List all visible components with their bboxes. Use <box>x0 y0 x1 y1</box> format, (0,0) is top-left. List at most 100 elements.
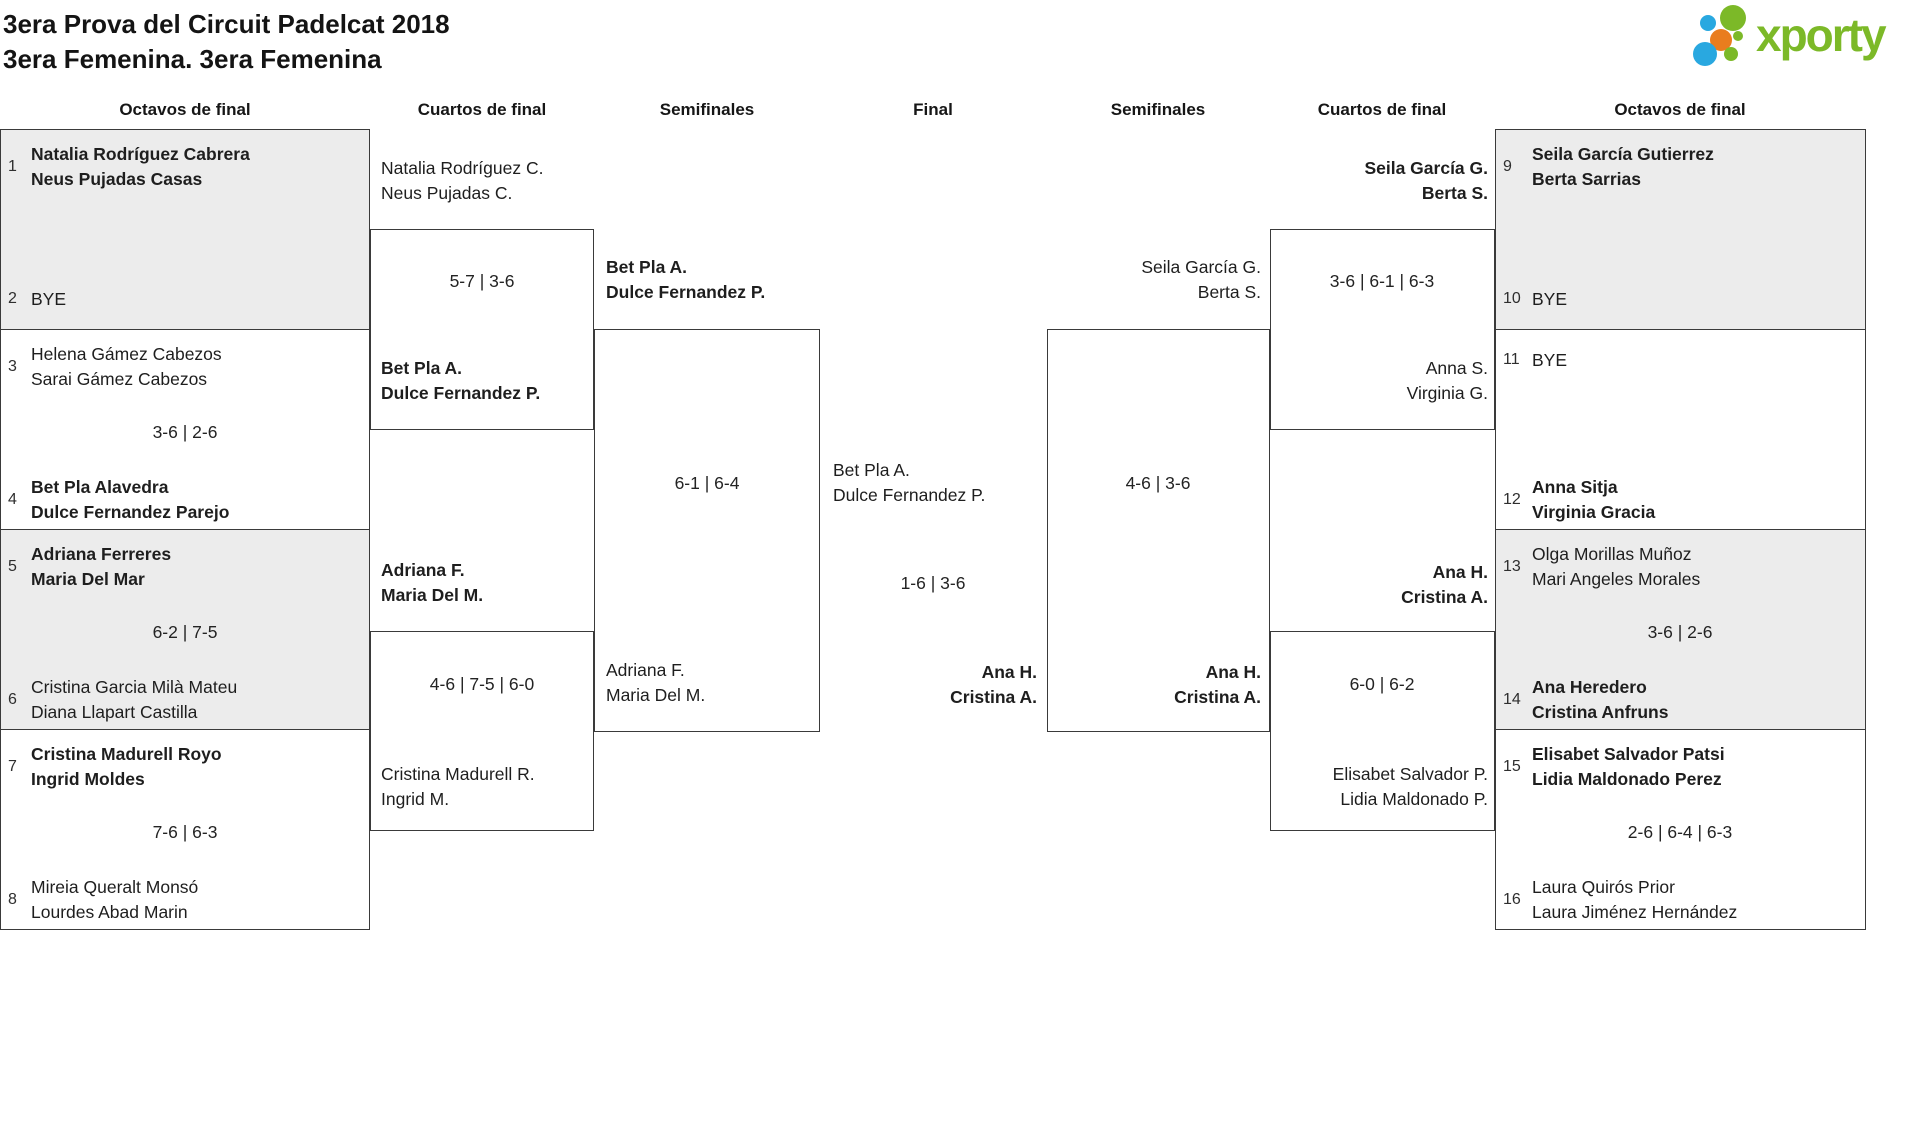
team-name: Seila García G.Berta S. <box>1141 257 1261 302</box>
seed-number: 7 <box>8 757 17 775</box>
slot-seed-10: 10 BYE <box>1495 287 1866 312</box>
logo-dot-icon <box>1720 5 1746 31</box>
logo-dot-icon <box>1710 29 1732 51</box>
team-name: Ana H.Cristina A. <box>950 662 1037 707</box>
seed-number: 15 <box>1503 757 1521 775</box>
team-name: Adriana F.Maria Del M. <box>606 660 706 705</box>
round-header-r16-left: Octavos de final <box>119 100 251 119</box>
seed-number: 6 <box>8 690 17 708</box>
slot-seed-2: 2 BYE <box>0 287 370 312</box>
logo-dot-icon <box>1733 31 1743 41</box>
logo-dot-icon <box>1724 47 1738 61</box>
match-box-r16-m8 <box>1495 729 1866 930</box>
match-box-qf-m1 <box>370 229 594 430</box>
team-name: Anna S.Virginia G. <box>1406 358 1488 403</box>
round-header-sf-left: Semifinales <box>659 100 755 119</box>
match-box-sf-m1 <box>594 329 820 732</box>
match-box-r16-m1 <box>0 129 370 330</box>
match-score-r16-m3: 6-2 | 7-5 <box>152 622 218 642</box>
match-box-qf-m4 <box>1270 631 1495 831</box>
seed-number: 11 <box>1503 351 1520 369</box>
seed-number: 3 <box>8 357 17 375</box>
round-header-sf-right: Semifinales <box>1110 100 1206 119</box>
match-score-sf-m2: 4-6 | 3-6 <box>1125 473 1191 493</box>
match-box-qf-m3 <box>1270 229 1495 430</box>
slot-seed-11: 11 BYE <box>1495 348 1866 373</box>
seed-number: 14 <box>1503 690 1521 708</box>
round-header-final: Final <box>913 100 953 119</box>
match-score-r16-m7: 3-6 | 2-6 <box>1647 622 1713 642</box>
seed-number: 4 <box>8 490 17 508</box>
round-header-qf-right: Cuartos de final <box>1317 100 1447 119</box>
match-score-qf-m3: 3-6 | 6-1 | 6-3 <box>1329 271 1435 291</box>
team-name: Elisabet Salvador P.Lidia Maldonado P. <box>1332 764 1488 809</box>
match-box-qf-m2 <box>370 631 594 831</box>
team-name: Bet Pla A.Dulce Fernandez P. <box>606 257 766 302</box>
team-name: Cristina Madurell R.Ingrid M. <box>381 764 535 809</box>
team-name: BYE <box>1532 350 1568 370</box>
match-score-r16-m4: 7-6 | 6-3 <box>152 822 218 842</box>
team-name: Natalia Rodríguez C.Neus Pujadas C. <box>381 158 544 203</box>
match-box-r16-m7 <box>1495 529 1866 730</box>
page-title: 3era Prova del Circuit Padelcat 2018 <box>3 9 450 39</box>
seed-number: 13 <box>1503 557 1521 575</box>
match-score-qf-m1: 5-7 | 3-6 <box>449 271 515 291</box>
match-score-r16-m8: 2-6 | 6-4 | 6-3 <box>1627 822 1733 842</box>
seed-number: 9 <box>1503 157 1512 175</box>
match-box-r16-m5 <box>1495 129 1866 330</box>
match-score-final: 1-6 | 3-6 <box>900 573 966 593</box>
seed-number: 1 <box>8 157 17 175</box>
match-score-qf-m2: 4-6 | 7-5 | 6-0 <box>429 674 535 694</box>
team-name: Adriana F.Maria Del M. <box>381 560 484 605</box>
seed-number: 10 <box>1503 290 1521 308</box>
logo-dot-icon <box>1700 15 1716 31</box>
team-name: Seila García G.Berta S. <box>1364 158 1488 203</box>
round-header-r16-right: Octavos de final <box>1614 100 1746 119</box>
match-score-qf-m4: 6-0 | 6-2 <box>1349 674 1415 694</box>
team-name: BYE <box>1532 289 1568 309</box>
logo-wordmark: xporty <box>1756 9 1887 61</box>
match-box-sf-m2 <box>1047 329 1270 732</box>
page-subtitle: 3era Femenina. 3era Femenina <box>3 44 382 74</box>
match-box-r16-m3 <box>0 529 370 730</box>
match-score-sf-m1: 6-1 | 6-4 <box>674 473 740 493</box>
team-name: BYE <box>31 289 67 309</box>
seed-number: 2 <box>8 290 17 308</box>
seed-number: 5 <box>8 557 17 575</box>
team-name: Bet Pla A.Dulce Fernandez P. <box>833 460 986 505</box>
logo-dot-icon <box>1693 42 1717 66</box>
round-header-qf-left: Cuartos de final <box>417 100 547 119</box>
team-name: Ana H.Cristina A. <box>1401 562 1488 607</box>
seed-number: 12 <box>1503 490 1521 508</box>
match-box-r16-m4 <box>0 729 370 930</box>
seed-number: 16 <box>1503 890 1521 908</box>
match-score-r16-m2: 3-6 | 2-6 <box>152 422 218 442</box>
team-name: Ana H.Cristina A. <box>1174 662 1261 707</box>
